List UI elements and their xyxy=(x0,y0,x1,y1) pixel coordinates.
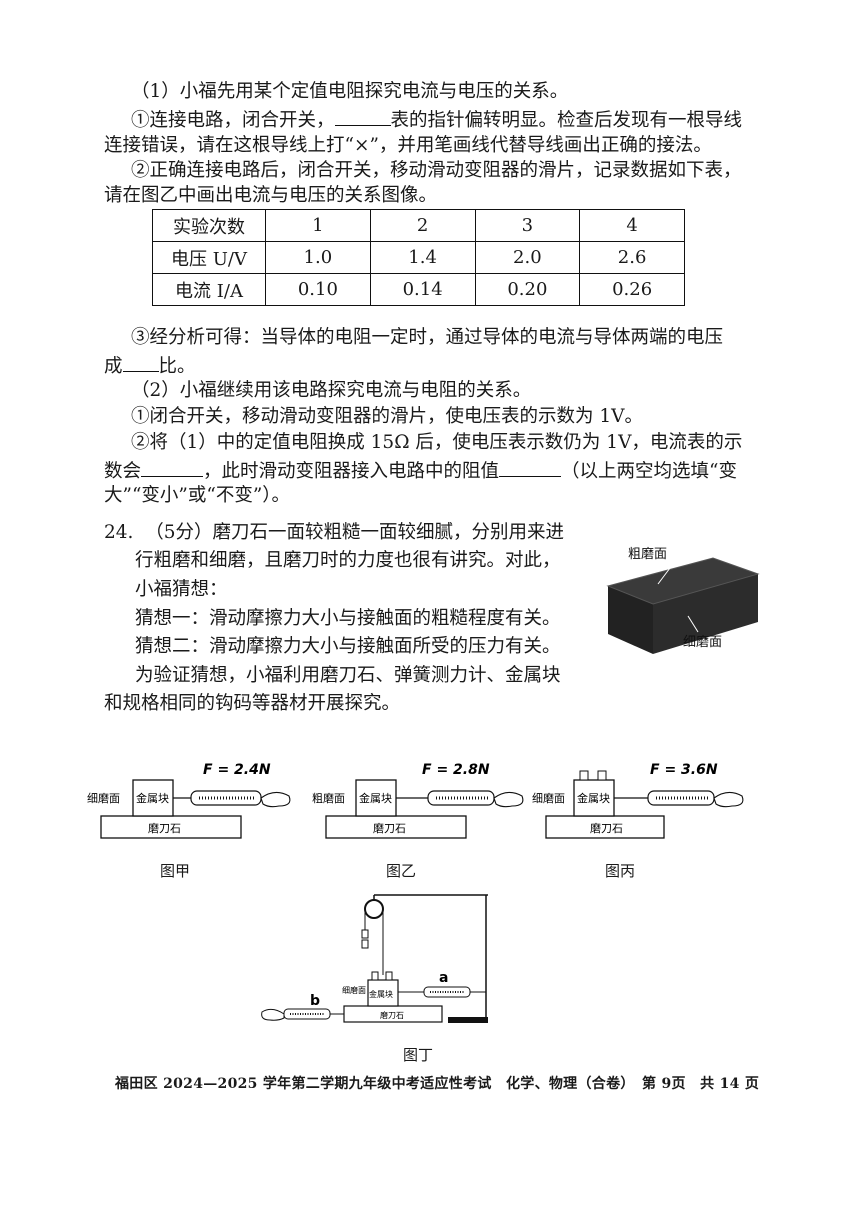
figure-caption: 图丁 xyxy=(403,1046,434,1064)
part2-step2-end: 大”“变小”或“不变”）。 xyxy=(104,485,291,506)
question-number: 24. xyxy=(104,522,134,543)
part1-step3: ③经分析可得：当导体的电阻一定时，通过导体的电流与导体两端的电压 xyxy=(131,327,724,348)
table-row: 实验次数 1 2 3 4 xyxy=(152,209,685,242)
force-label: F = 3.6N xyxy=(650,762,718,778)
part1-step2: ②正确连接电路后，闭合开关，移动滑动变阻器的滑片，记录数据如下表， xyxy=(131,160,742,181)
table-cell: 0.10 xyxy=(265,273,371,306)
table-cell: 2.0 xyxy=(474,241,581,274)
part2-step1: ①闭合开关，移动滑动变阻器的滑片，使电压表的示数为 1V。 xyxy=(131,406,644,427)
whetstone-photo: 粗磨面 细磨面 xyxy=(606,547,760,654)
table-cell: 0.14 xyxy=(369,273,476,306)
hand-icon xyxy=(260,791,291,808)
surface-label: 细磨面 xyxy=(532,792,565,805)
page-footer: 福田区 2024—2025 学年第二学期九年级中考适应性考试 化学、物理（合卷）… xyxy=(115,1076,760,1092)
table-cell: 0.26 xyxy=(579,273,685,306)
figure-caption: 图丙 xyxy=(605,862,636,880)
block-label: 金属块 xyxy=(136,791,169,805)
answer-blank[interactable] xyxy=(499,458,562,477)
block-label: 金属块 xyxy=(577,791,610,805)
table-cell: 4 xyxy=(579,209,685,242)
surface-label: 粗磨面 xyxy=(312,792,345,805)
figure-ding: 磨刀石 金属块 细磨面 a b xyxy=(261,894,488,1023)
answer-blank[interactable] xyxy=(141,458,204,477)
part2-heading: （2）小福继续用该电路探究电流与电阻的关系。 xyxy=(131,380,532,401)
data-table: 实验次数 1 2 3 4 电压 U/V 1.0 1.4 2.0 2.6 电流 I… xyxy=(152,209,685,306)
weight-icon xyxy=(361,929,369,939)
figure-yi: F = 2.8N 磨刀石 金属块 粗磨面 xyxy=(312,762,524,839)
coarse-face-label: 粗磨面 xyxy=(628,547,667,562)
figure-caption: 图乙 xyxy=(386,862,417,880)
surface-label: 细磨面 xyxy=(342,985,366,995)
table-cell: 1 xyxy=(265,209,371,242)
spring-scale-b-label: b xyxy=(310,993,320,1009)
stone-label: 磨刀石 xyxy=(373,822,406,835)
answer-blank[interactable] xyxy=(334,107,391,126)
q24-line6: 为验证猜想，小福利用磨刀石、弹簧测力计、金属块 xyxy=(135,665,561,686)
figure-jia: F = 2.4N 磨刀石 金属块 细磨面 xyxy=(87,762,291,839)
table-row: 电压 U/V 1.0 1.4 2.0 2.6 xyxy=(152,241,685,274)
hand-icon xyxy=(261,1008,285,1021)
table-row: 电流 I/A 0.10 0.14 0.20 0.26 xyxy=(152,273,685,306)
spring-scale-a-label: a xyxy=(439,970,448,986)
q24-guess1: 猜想一：滑动摩擦力大小与接触面的粗糙程度有关。 xyxy=(135,608,561,629)
part2-step2-cont: 数会，此时滑动变阻器接入电路中的阻值（以上两空均选填“变 xyxy=(104,458,737,484)
surface-label: 细磨面 xyxy=(87,792,120,805)
weight-icon xyxy=(579,770,589,781)
weight-icon xyxy=(371,971,379,981)
force-label: F = 2.8N xyxy=(422,762,490,778)
stone-label: 磨刀石 xyxy=(590,822,623,835)
table-cell: 3 xyxy=(474,209,581,242)
part1-step1: ①连接电路，闭合开关，表的指针偏转明显。检查后发现有一根导线 xyxy=(131,107,742,133)
figure-caption: 图甲 xyxy=(160,862,191,880)
q24-line2: 行粗磨和细磨，且磨刀时的力度也很有讲究。对此， xyxy=(135,550,561,571)
force-label: F = 2.4N xyxy=(203,762,271,778)
table-cell: 0.20 xyxy=(474,273,581,306)
part1-heading: （1）小福先用某个定值电阻探究电流与电压的关系。 xyxy=(131,81,569,102)
stone-label: 磨刀石 xyxy=(148,822,181,835)
part1-step1-cont: 连接错误，请在这根导线上打“×”，并用笔画线代替导线画出正确的接法。 xyxy=(104,135,712,156)
hand-icon xyxy=(493,791,524,808)
table-cell: 2 xyxy=(369,209,476,242)
weight-icon xyxy=(385,971,393,981)
part2-step2: ②将（1）中的定值电阻换成 15Ω 后，使电压表示数仍为 1V，电流表的示 xyxy=(131,432,743,453)
q24-guess2: 猜想二：滑动摩擦力大小与接触面所受的压力有关。 xyxy=(135,636,561,657)
stone-label: 磨刀石 xyxy=(380,1010,404,1020)
block-label: 金属块 xyxy=(359,791,392,805)
q24-line3: 小福猜想： xyxy=(135,579,228,600)
weight-icon xyxy=(361,939,369,949)
answer-blank[interactable] xyxy=(122,353,159,372)
q24-line1: 24. （5分）磨刀石一面较粗糙一面较细腻，分别用来进 xyxy=(104,522,564,543)
pulley-icon xyxy=(364,899,384,919)
part1-step3-cont: 成比。 xyxy=(104,353,196,379)
table-cell: 实验次数 xyxy=(152,209,266,242)
fine-face-label: 细磨面 xyxy=(683,635,722,650)
part1-step2-cont: 请在图乙中画出电流与电压的关系图像。 xyxy=(104,185,438,206)
figure-bing: F = 3.6N 磨刀石 金属块 细磨面 xyxy=(532,762,744,839)
table-cell: 1.4 xyxy=(369,241,476,274)
table-cell: 2.6 xyxy=(579,241,685,274)
weight-icon xyxy=(597,770,607,781)
table-cell: 电流 I/A xyxy=(152,273,266,306)
table-cell: 1.0 xyxy=(265,241,371,274)
block-label: 金属块 xyxy=(369,989,393,999)
q24-line7: 和规格相同的钩码等器材开展探究。 xyxy=(104,693,401,714)
table-cell: 电压 U/V xyxy=(152,241,266,274)
hand-icon xyxy=(713,791,744,808)
